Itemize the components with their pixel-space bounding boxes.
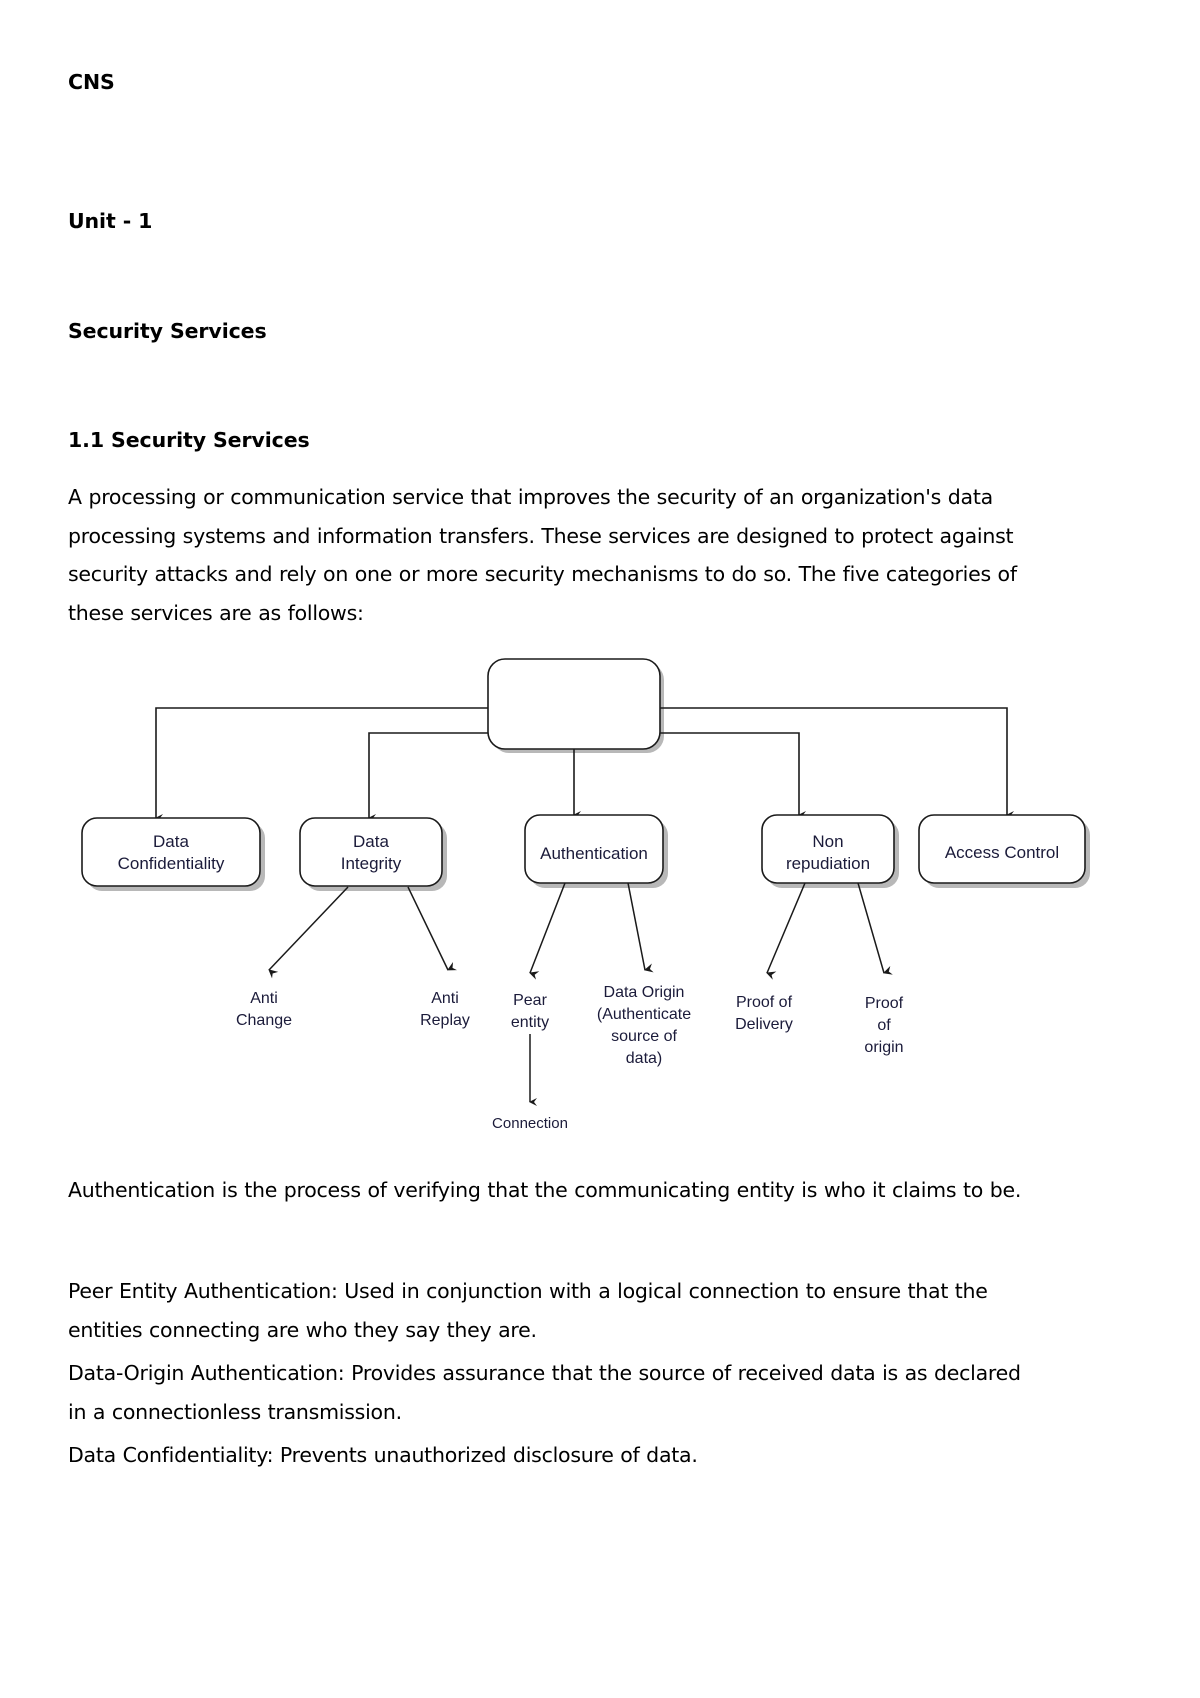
- connector-to-proof-of-delivery: [766, 882, 806, 980]
- connector-to-data-confidentiality: [155, 707, 488, 822]
- leaf-line-1: Pear: [513, 992, 547, 1009]
- category-node-access-control[interactable]: Access Control: [918, 814, 1086, 884]
- category-node-data-confidentiality[interactable]: Data Confidentiality: [81, 817, 261, 887]
- leaf-line-1: Anti: [431, 990, 459, 1007]
- diagram-root-node[interactable]: [487, 658, 661, 750]
- connector-to-pear-entity: [529, 882, 566, 980]
- data-confidentiality-paragraph: Data Confidentiality: Prevents unauthori…: [68, 1443, 698, 1467]
- diagram-leaf-connectors: [268, 882, 893, 1106]
- leaf-line-1: Proof of: [736, 994, 793, 1011]
- diagram-connectors: [155, 707, 1014, 822]
- connector-to-non-repudiation: [660, 732, 806, 819]
- section-heading: Security Services: [68, 319, 267, 343]
- data-origin-paragraph: Data-Origin Authentication: Provides ass…: [68, 1361, 1021, 1424]
- leaf-label-connection: Connection: [492, 1115, 568, 1132]
- category-label-line2: repudiation: [786, 854, 870, 873]
- connector-to-anti-replay: [407, 886, 457, 971]
- leaf-line-2: Delivery: [735, 1016, 793, 1033]
- category-label-line2: Integrity: [341, 854, 402, 873]
- leaf-label-proof-of-delivery: Proof of Delivery: [735, 994, 793, 1033]
- connector-to-data-integrity: [368, 732, 488, 822]
- leaf-line-1: Anti: [250, 990, 278, 1007]
- leaf-line-2: Replay: [420, 1012, 470, 1029]
- category-label-line1: Data: [153, 832, 189, 851]
- leaf-label-pear-entity: Pear entity: [511, 992, 549, 1031]
- intro-paragraph: A processing or communication service th…: [68, 485, 1017, 625]
- category-label-line1: Non: [812, 832, 843, 851]
- category-label-line1: Authentication: [540, 844, 648, 863]
- leaf-line-4: data): [626, 1050, 662, 1067]
- category-node-authentication[interactable]: Authentication: [524, 814, 664, 884]
- leaf-line-1: Data Origin: [604, 984, 685, 1001]
- leaf-line-2: (Authenticate: [597, 1006, 691, 1023]
- category-label-line1: Data: [353, 832, 389, 851]
- category-label-line1: Access Control: [945, 843, 1059, 862]
- leaf-line-2: of: [877, 1017, 891, 1034]
- leaf-label-proof-of-origin: Proof of origin: [864, 995, 903, 1056]
- leaf-line-3: source of: [611, 1028, 677, 1045]
- category-node-non-repudiation[interactable]: Non repudiation: [761, 814, 895, 884]
- category-node-data-integrity[interactable]: Data Integrity: [299, 817, 443, 887]
- leaf-label-anti-change: Anti Change: [236, 990, 292, 1029]
- page-title: CNS: [68, 70, 115, 94]
- leaf-label-anti-replay: Anti Replay: [420, 990, 470, 1029]
- connector-to-data-origin: [627, 882, 654, 973]
- leaf-line-2: entity: [511, 1014, 549, 1031]
- authentication-paragraph: Authentication is the process of verifyi…: [68, 1178, 1022, 1202]
- security-services-diagram: Data Confidentiality Data Integrity Auth…: [60, 640, 1140, 1160]
- leaf-line-1: Proof: [865, 995, 904, 1012]
- connector-to-anti-change: [268, 886, 349, 979]
- peer-entity-paragraph: Peer Entity Authentication: Used in conj…: [68, 1279, 988, 1342]
- leaf-line-3: origin: [864, 1039, 903, 1056]
- connector-to-access-control: [660, 707, 1014, 819]
- unit-heading: Unit - 1: [68, 209, 153, 233]
- category-label-line2: Confidentiality: [118, 854, 225, 873]
- leaf-label-data-origin: Data Origin (Authenticate source of data…: [597, 984, 691, 1067]
- connector-to-proof-of-origin: [857, 882, 893, 975]
- leaf-line-2: Change: [236, 1012, 292, 1029]
- subsection-heading: 1.1 Security Services: [68, 428, 310, 452]
